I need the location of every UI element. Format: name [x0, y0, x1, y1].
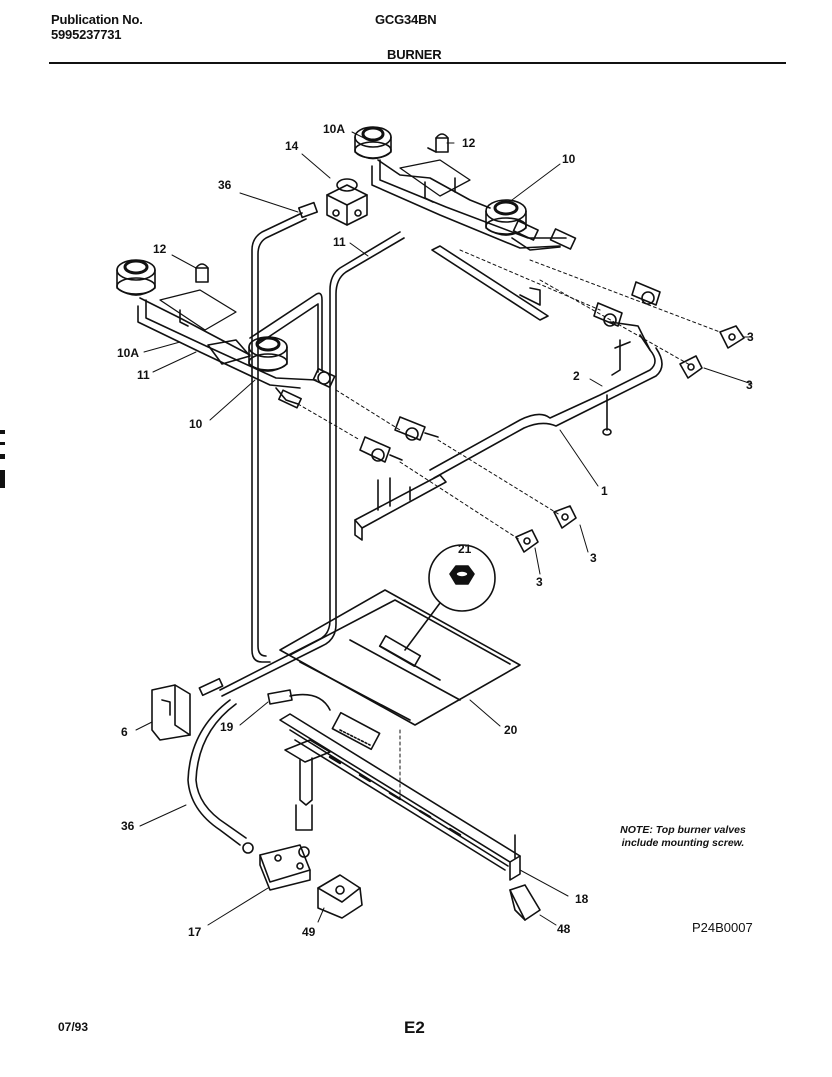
- callout-3-b: 3: [746, 378, 753, 392]
- callout-17: 17: [188, 925, 202, 939]
- assembly-note: NOTE: Top burner valves include mounting…: [598, 824, 768, 850]
- front-burner-assembly: [116, 259, 336, 409]
- regulator-14: [297, 178, 368, 226]
- callout-6: 6: [121, 725, 128, 739]
- callout-36-upper: 36: [218, 178, 232, 192]
- section-title: BURNER: [387, 47, 442, 62]
- shield-20: [279, 589, 521, 726]
- callout-18: 18: [575, 892, 589, 906]
- callout-3-d: 3: [536, 575, 543, 589]
- callout-49: 49: [302, 925, 316, 939]
- burner-head-front-left: [116, 259, 156, 296]
- rear-burner-assembly: [354, 126, 577, 321]
- callout-3-a: 3: [747, 330, 754, 344]
- valve-clip-3: [679, 355, 703, 379]
- callout-2: 2: [573, 369, 580, 383]
- publication-number: 5995237731: [51, 27, 122, 42]
- callout-10-front: 10: [189, 417, 203, 431]
- part-6: [151, 684, 191, 741]
- igniter-19: [267, 689, 381, 751]
- header-rule: [49, 62, 786, 64]
- callout-1: 1: [601, 484, 608, 498]
- gas-lines: [198, 212, 405, 697]
- bracket-48: [509, 884, 541, 921]
- callout-12-front: 12: [153, 242, 167, 256]
- burner-head-rear-right: [485, 199, 527, 236]
- scan-edge-mark: [0, 430, 5, 434]
- oven-gas-line-36: [187, 699, 254, 854]
- callout-48: 48: [557, 922, 571, 936]
- callout-10a-front: 10A: [117, 346, 139, 360]
- callout-21: 21: [458, 542, 472, 556]
- callout-19: 19: [220, 720, 234, 734]
- callout-36-lower: 36: [121, 819, 135, 833]
- callout-20: 20: [504, 723, 518, 737]
- footer-date: 07/93: [58, 1020, 89, 1034]
- leader-lines: [135, 131, 753, 926]
- alignment-lines: [297, 249, 721, 801]
- note-line-1: NOTE: Top burner valves: [620, 824, 746, 836]
- screw-2: [602, 394, 612, 436]
- callout-10a-rear: 10A: [323, 122, 345, 136]
- valve-front-left: [359, 436, 403, 463]
- note-line-2: include mounting screw.: [621, 837, 745, 849]
- callout-11-front: 11: [137, 368, 150, 382]
- bracket-12-front: [195, 263, 209, 283]
- manifold-1: [354, 321, 663, 541]
- burner-head-rear-left: [354, 126, 392, 160]
- scan-edge-mark: [0, 470, 5, 488]
- valve-front-right: [394, 416, 439, 441]
- bracket-49: [317, 874, 363, 919]
- scan-edge-mark: [0, 454, 5, 459]
- valve-clip-3: [719, 325, 745, 349]
- callout-labels: 10A 12 14 36 10 11 12 10A 11 10 3 3 2 1 …: [117, 122, 754, 939]
- callout-12-rear: 12: [462, 136, 476, 150]
- valve-clip-3: [515, 529, 539, 553]
- part-17: [259, 844, 311, 891]
- scan-edge-mark: [0, 442, 5, 445]
- bracket-12-rear: [427, 133, 449, 153]
- callout-14: 14: [285, 139, 299, 153]
- valve-clip-3: [553, 505, 577, 529]
- valve-rear-left: [593, 302, 623, 327]
- publication-label: Publication No.: [51, 12, 143, 27]
- callout-10-rear: 10: [562, 152, 576, 166]
- nut-21-detail: [404, 544, 496, 651]
- valve-rear-right: [631, 281, 661, 306]
- callout-11-upper: 11: [333, 235, 346, 249]
- model-number: GCG34BN: [375, 12, 437, 27]
- page-number: E2: [404, 1018, 425, 1037]
- diagram-code: P24B0007: [692, 920, 753, 935]
- callout-3-c: 3: [590, 551, 597, 565]
- burner-head-front-right: [248, 336, 288, 372]
